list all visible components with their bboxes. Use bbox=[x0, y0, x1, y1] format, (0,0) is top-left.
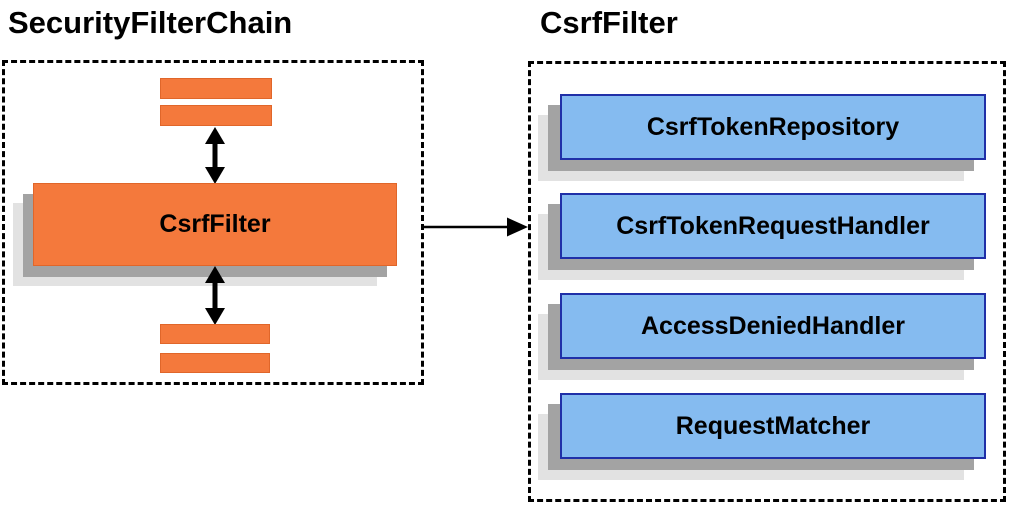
left-panel-title: SecurityFilterChain bbox=[8, 5, 293, 40]
filter-placeholder-bar bbox=[160, 353, 270, 373]
component-node-accessdeniedhandler: AccessDeniedHandler bbox=[560, 293, 986, 359]
securityfilterchain-panel bbox=[2, 60, 424, 385]
component-node-label: CsrfTokenRequestHandler bbox=[616, 211, 930, 240]
filter-placeholder-bar bbox=[160, 78, 272, 99]
csrffilter-node: CsrfFilter bbox=[33, 183, 397, 266]
component-node-label: CsrfTokenRepository bbox=[646, 112, 900, 141]
component-node-csrftokenrequesthandler: CsrfTokenRequestHandler bbox=[560, 193, 986, 259]
csrffilter-node-label: CsrfFilter bbox=[159, 210, 271, 238]
component-node-requestmatcher: RequestMatcher bbox=[560, 393, 986, 459]
component-node-label: RequestMatcher bbox=[675, 411, 871, 440]
component-node-label: AccessDeniedHandler bbox=[640, 311, 905, 340]
component-node-csrftokenrepository: CsrfTokenRepository bbox=[560, 94, 986, 160]
up-down-arrow-icon bbox=[197, 127, 233, 184]
up-down-arrow-icon bbox=[197, 265, 233, 325]
filter-placeholder-bar bbox=[160, 324, 270, 344]
right-arrow-icon bbox=[424, 213, 528, 241]
right-panel-title: CsrfFilter bbox=[540, 5, 678, 40]
filter-placeholder-bar bbox=[160, 105, 272, 126]
csrffilter-panel bbox=[528, 61, 1006, 502]
